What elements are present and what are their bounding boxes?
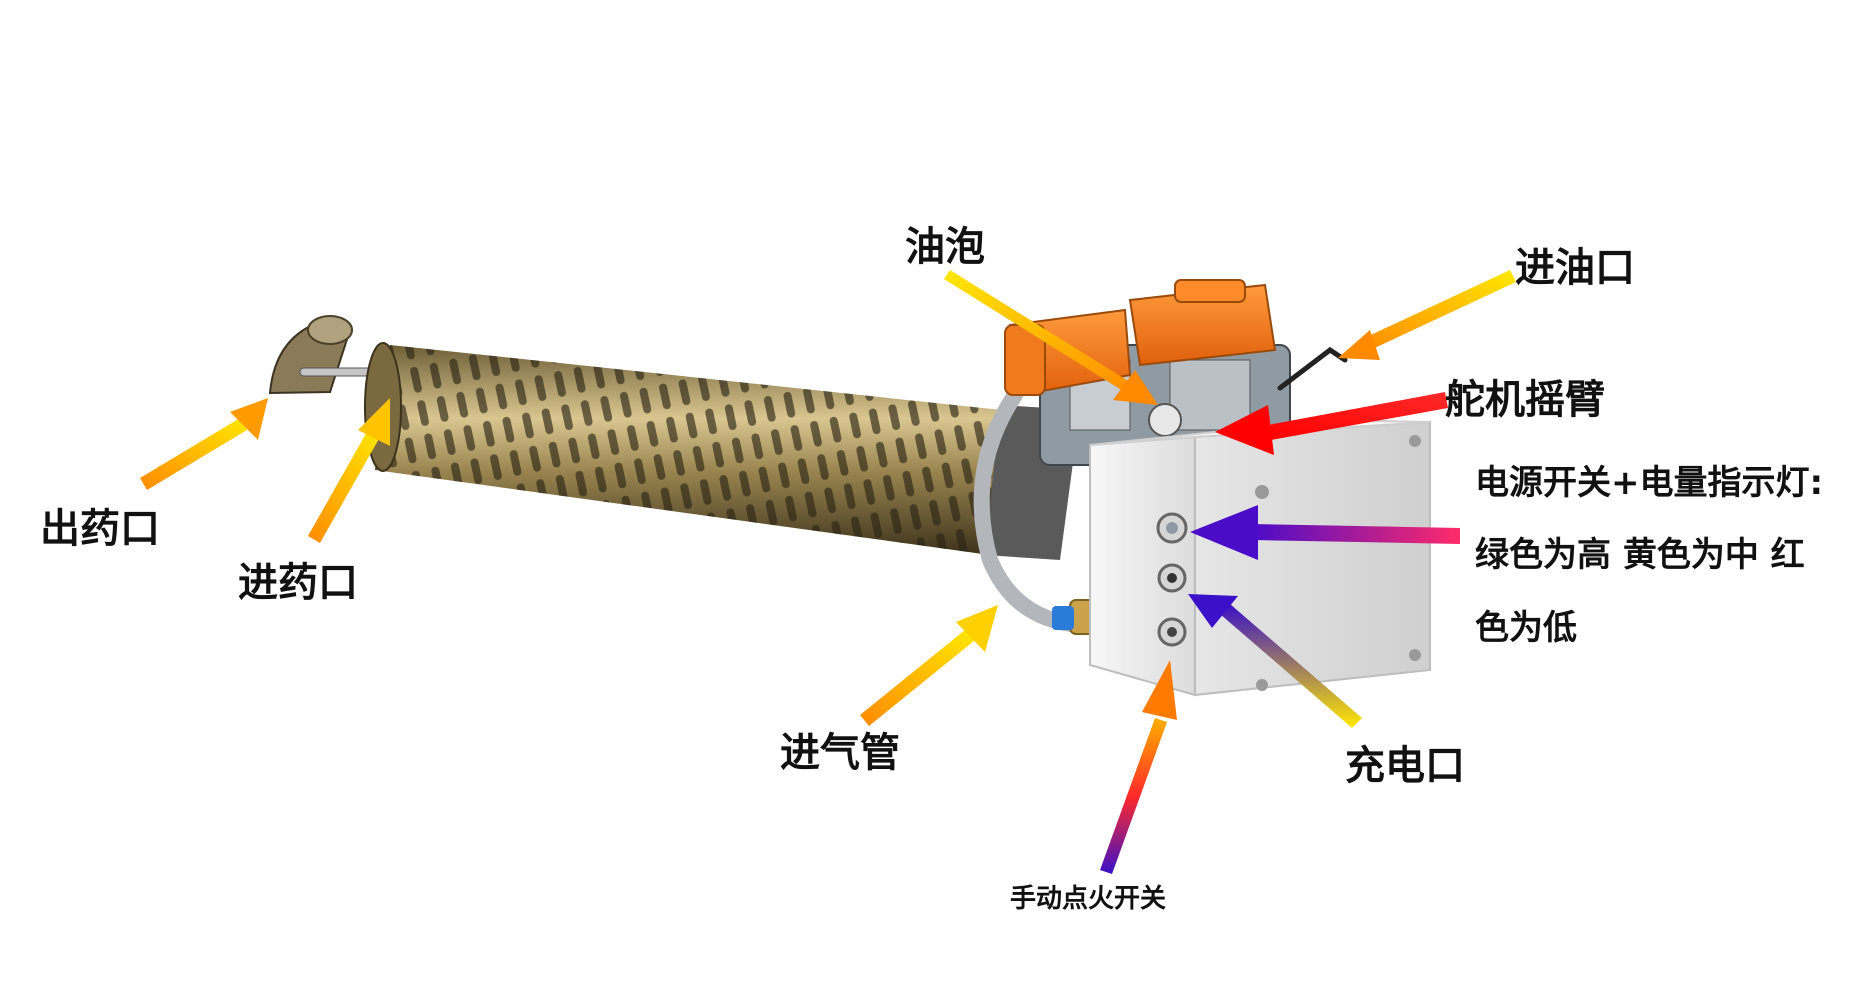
manual-ignition-switch[interactable]	[1157, 617, 1187, 647]
arrow-jinyoukou	[1338, 270, 1516, 360]
arrow-duojiyaobi	[1215, 392, 1448, 455]
arrow-jinqiguan	[860, 605, 998, 726]
arrow-chongdian	[1188, 594, 1362, 728]
arrow-jinyaokou	[308, 398, 390, 543]
label-shoudong: 手动点火开关	[1010, 884, 1167, 914]
perforated-tube	[364, 342, 1080, 560]
label-youpao: 油泡	[905, 224, 985, 270]
label-duojiyaobi: 舵机摇臂	[1445, 377, 1605, 423]
control-box	[1089, 418, 1431, 697]
label-power-line2: 绿色为高 黄色为中 红	[1475, 535, 1805, 575]
label-power-line3: 色为低	[1475, 608, 1577, 648]
fuel-tank-right	[1128, 279, 1277, 367]
arrow-chuyaokou	[140, 398, 268, 490]
label-chuyaokou: 出药口	[40, 506, 160, 552]
label-jinyaokou: 进药口	[238, 560, 358, 606]
label-chongdiankou: 充电口	[1345, 743, 1465, 789]
arrow-power	[1190, 505, 1460, 560]
label-jinyoukou: 进油口	[1515, 245, 1635, 291]
power-switch[interactable]	[1156, 512, 1188, 544]
arrow-youpao	[944, 270, 1158, 405]
label-power-line1: 电源开关+电量指示灯:	[1475, 463, 1824, 503]
air-hose	[973, 387, 1088, 633]
charging-port[interactable]	[1157, 563, 1187, 593]
arrow-shoudong	[1100, 660, 1177, 874]
label-jinqiguan: 进气管	[780, 730, 900, 776]
